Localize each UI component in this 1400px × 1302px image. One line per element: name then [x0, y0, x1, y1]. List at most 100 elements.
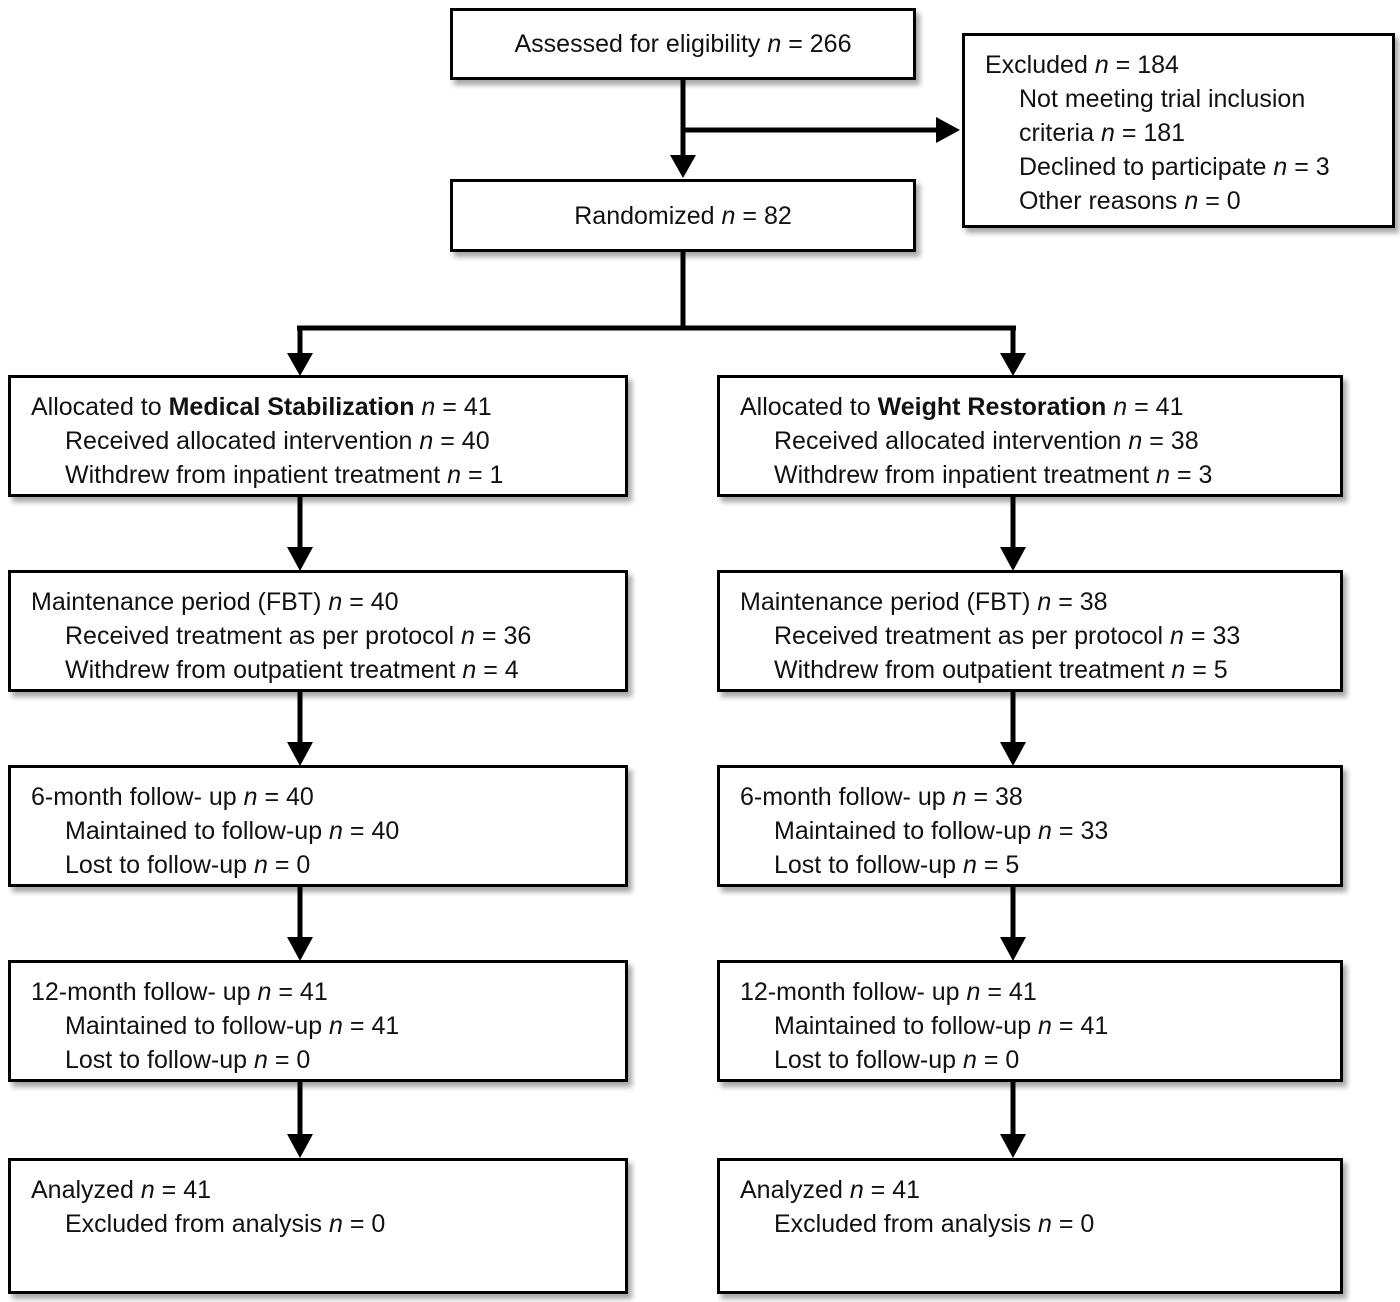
n-symbol: n	[421, 393, 436, 421]
box-line: Lost to follow-up n = 0	[31, 1043, 611, 1077]
line-text: Maintained to follow-up	[65, 817, 323, 845]
n-symbol: n	[329, 817, 343, 845]
box-maintenance-left: Maintenance period (FBT) n = 40 Received…	[8, 570, 628, 692]
box-6-month-followup-left: 6-month follow- up n = 40 Maintained to …	[8, 765, 628, 887]
line-text: Received allocated intervention	[774, 427, 1122, 455]
arrow-to-excluded	[681, 117, 960, 143]
line-text: Maintenance period (FBT)	[740, 588, 1031, 616]
box-line: Maintained to follow-up n = 41	[740, 1009, 1326, 1043]
box-excluded: Excluded n = 184 Not meeting trial inclu…	[962, 33, 1395, 228]
line-text: Lost to follow-up	[65, 1046, 248, 1074]
arrow-alloc-to-maint-left	[287, 497, 313, 571]
box-assessed-for-eligibility: Assessed for eligibility n = 266	[450, 8, 916, 80]
box-line: Lost to follow-up n = 5	[740, 848, 1326, 882]
n-symbol: n	[721, 201, 736, 230]
box-line: Analyzed n = 41	[31, 1173, 611, 1207]
n-value: = 33	[1190, 622, 1241, 650]
n-value: = 41	[870, 1176, 921, 1204]
line-text: Maintained to follow-up	[774, 1012, 1032, 1040]
box-line: 12-month follow- up n = 41	[740, 975, 1326, 1009]
n-symbol: n	[254, 1046, 268, 1074]
line-text: Excluded	[985, 51, 1088, 79]
arrow-fu12-to-analyzed-right	[1000, 1082, 1026, 1158]
arrow-maint-to-fu6-right	[1000, 692, 1026, 766]
box-line: Withdrew from inpatient treatment n = 3	[740, 458, 1326, 492]
box-line: Received allocated intervention n = 38	[740, 424, 1326, 458]
n-symbol: n	[1038, 1012, 1052, 1040]
line-text: Allocated to	[740, 393, 871, 421]
arrow-fu6-to-fu12-left	[287, 887, 313, 961]
box-line: 6-month follow- up n = 38	[740, 780, 1326, 814]
line-text: Received treatment as per protocol	[65, 622, 455, 650]
n-symbol: n	[1038, 1210, 1052, 1238]
box-line: 12-month follow- up n = 41	[31, 975, 611, 1009]
box-line: Received treatment as per protocol n = 3…	[31, 619, 611, 653]
n-symbol: n	[1113, 393, 1128, 421]
box-12-month-followup-right: 12-month follow- up n = 41 Maintained to…	[717, 960, 1343, 1082]
n-symbol: n	[1100, 119, 1115, 147]
line-text: Not meeting trial inclusion	[1019, 85, 1306, 113]
line-text: Withdrew from inpatient treatment	[65, 461, 441, 489]
n-symbol: n	[963, 1046, 977, 1074]
box-line: Withdrew from outpatient treatment n = 5	[740, 653, 1326, 687]
line-text: Maintained to follow-up	[65, 1012, 323, 1040]
box-line: Maintained to follow-up n = 41	[31, 1009, 611, 1043]
box-line: Analyzed n = 41	[740, 1173, 1326, 1207]
line-text: Lost to follow-up	[774, 1046, 957, 1074]
box-line: Other reasons n = 0	[985, 184, 1378, 218]
n-value: = 0	[349, 1210, 386, 1238]
box-line: Maintenance period (FBT) n = 40	[31, 585, 611, 619]
line-text: Withdrew from inpatient treatment	[774, 461, 1150, 489]
n-symbol: n	[462, 656, 477, 684]
box-line: Assessed for eligibility n = 266	[514, 27, 851, 61]
box-line: 6-month follow- up n = 40	[31, 780, 611, 814]
n-value: = 40	[440, 427, 490, 455]
n-value: = 41	[442, 393, 492, 421]
box-allocated-weight-restoration: Allocated to Weight Restoration n = 41 R…	[717, 375, 1343, 497]
n-symbol: n	[963, 851, 977, 879]
box-line: Excluded from analysis n = 0	[31, 1207, 611, 1241]
arrow-fu6-to-fu12-right	[1000, 887, 1026, 961]
line-text: Excluded from analysis	[65, 1210, 323, 1238]
n-value: = 41	[987, 978, 1037, 1006]
line-text: criteria	[1019, 119, 1095, 147]
n-symbol: n	[447, 461, 462, 489]
n-value: = 41	[161, 1176, 212, 1204]
n-value: = 3	[1176, 461, 1213, 489]
n-value: = 40	[349, 817, 400, 845]
line-text: Randomized	[574, 201, 715, 230]
arrow-alloc-to-maint-right	[1000, 497, 1026, 571]
n-value: = 3	[1294, 153, 1330, 181]
n-symbol: n	[966, 978, 981, 1006]
n-symbol: n	[849, 1176, 864, 1204]
n-symbol: n	[1156, 461, 1171, 489]
box-maintenance-right: Maintenance period (FBT) n = 38 Received…	[717, 570, 1343, 692]
line-text: Assessed for eligibility	[514, 30, 761, 58]
arrow-maint-to-fu6-left	[287, 692, 313, 766]
n-value: = 0	[983, 1046, 1020, 1074]
n-symbol: n	[1038, 817, 1052, 845]
line-text: Maintained to follow-up	[774, 817, 1032, 845]
n-value: = 41	[349, 1012, 400, 1040]
line-text: Other reasons	[1019, 187, 1178, 215]
box-analyzed-right: Analyzed n = 41 Excluded from analysis n…	[717, 1158, 1343, 1294]
line-text: Allocated to	[31, 393, 162, 421]
box-line: Excluded from analysis n = 0	[740, 1207, 1326, 1241]
n-symbol: n	[254, 851, 268, 879]
n-symbol: n	[1273, 153, 1288, 181]
n-symbol: n	[257, 978, 272, 1006]
box-line: Allocated to Medical Stabilization n = 4…	[31, 390, 611, 424]
box-line: Not meeting trial inclusion	[985, 82, 1378, 116]
line-text: 6-month follow- up	[31, 783, 237, 811]
line-text: Lost to follow-up	[65, 851, 248, 879]
n-value: = 82	[742, 201, 792, 230]
box-line: Excluded n = 184	[985, 48, 1378, 82]
n-value: = 38	[1149, 427, 1199, 455]
line-bold: Medical Stabilization	[168, 393, 415, 421]
line-text: Analyzed	[31, 1176, 134, 1204]
line-text: Excluded from analysis	[774, 1210, 1032, 1238]
n-value: = 40	[264, 783, 314, 811]
n-symbol: n	[461, 622, 475, 650]
n-value: = 40	[349, 588, 399, 616]
